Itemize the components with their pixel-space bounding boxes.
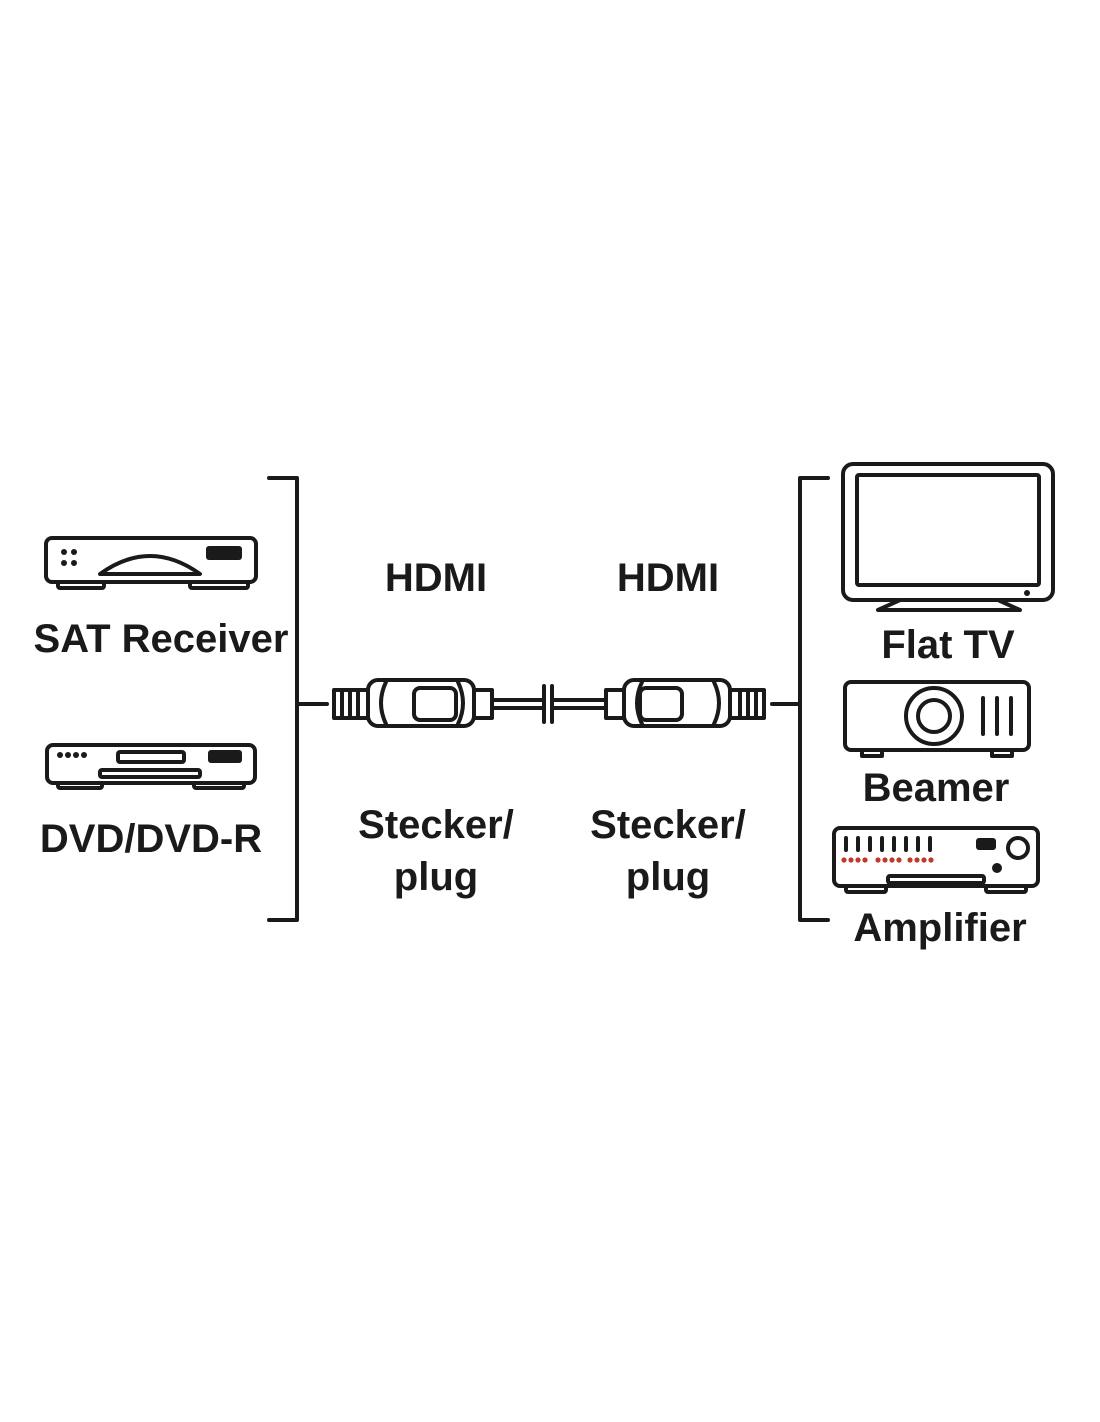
hdmi-cable bbox=[332, 678, 766, 728]
sat-receiver-label: SAT Receiver bbox=[34, 617, 289, 661]
beamer-icon bbox=[843, 680, 1031, 758]
amplifier-led bbox=[907, 857, 913, 863]
amplifier-led bbox=[914, 857, 920, 863]
flat-tv-label: Flat TV bbox=[881, 623, 1015, 667]
hdmi-plug-icon bbox=[332, 678, 494, 728]
amplifier-led bbox=[848, 857, 854, 863]
amplifier-led bbox=[896, 857, 902, 863]
amplifier-led bbox=[921, 857, 927, 863]
amplifier-led bbox=[855, 857, 861, 863]
amplifier-led bbox=[875, 857, 881, 863]
amplifier-led bbox=[882, 857, 888, 863]
dvd-player-icon bbox=[45, 743, 257, 790]
target-bracket bbox=[798, 476, 830, 922]
amplifier-icon bbox=[832, 826, 1040, 894]
hdmi-plug-icon bbox=[604, 678, 766, 728]
left-connector-type: HDMI bbox=[385, 556, 487, 600]
amplifier-led bbox=[928, 857, 934, 863]
source-bracket bbox=[267, 476, 299, 922]
amplifier-led bbox=[889, 857, 895, 863]
right-connector-type: HDMI bbox=[617, 556, 719, 600]
flat-tv-icon bbox=[841, 462, 1055, 612]
dvd-label: DVD/DVD-R bbox=[40, 817, 262, 861]
amplifier-label: Amplifier bbox=[853, 906, 1026, 950]
sat-receiver-icon bbox=[44, 536, 258, 590]
left-plug-caption-line2: plug bbox=[394, 855, 478, 899]
amplifier-led bbox=[841, 857, 847, 863]
right-plug-caption-line1: Stecker/ bbox=[590, 803, 746, 847]
left-plug-caption-line1: Stecker/ bbox=[358, 803, 514, 847]
right-plug-caption-line2: plug bbox=[626, 855, 710, 899]
amplifier-led-row bbox=[841, 857, 934, 863]
amplifier-led bbox=[862, 857, 868, 863]
beamer-label: Beamer bbox=[863, 766, 1010, 810]
